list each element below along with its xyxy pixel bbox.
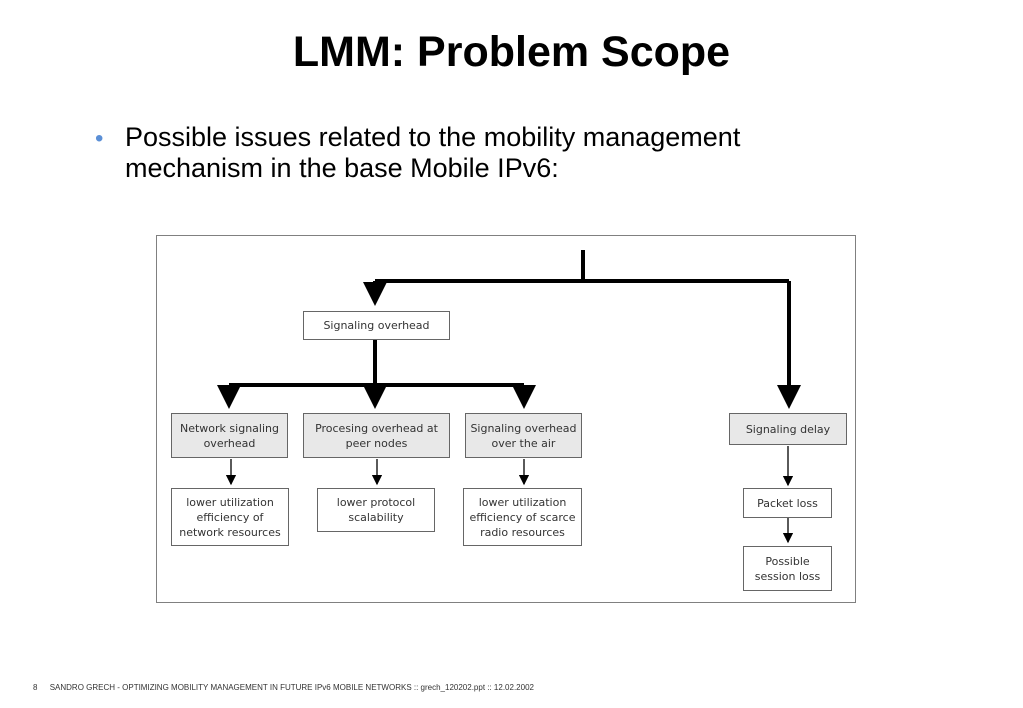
slide-footer: 8 SANDRO GRECH - OPTIMIZING MOBILITY MAN… — [33, 683, 534, 692]
problem-scope-diagram: Signaling overhead Network signaling ove… — [156, 235, 856, 603]
lower-protocol-scalability-box: lower protocol scalability — [317, 488, 435, 532]
network-signaling-overhead-box: Network signaling overhead — [171, 413, 288, 458]
bullet-text: Possible issues related to the mobility … — [125, 122, 741, 183]
processing-overhead-box: Procesing overhead at peer nodes — [303, 413, 450, 458]
packet-loss-box: Packet loss — [743, 488, 832, 518]
lower-util-radio-box: lower utilization efficiency of scarce r… — [463, 488, 582, 546]
diagram-connectors — [217, 250, 801, 544]
footer-text: SANDRO GRECH - OPTIMIZING MOBILITY MANAG… — [49, 683, 534, 692]
signaling-overhead-box: Signaling overhead — [303, 311, 450, 340]
bullet-marker: • — [95, 125, 104, 152]
possible-session-loss-box: Possible session loss — [743, 546, 832, 591]
lower-util-network-box: lower utilization efficiency of network … — [171, 488, 289, 546]
signaling-delay-box: Signaling delay — [729, 413, 847, 445]
slide-title: LMM: Problem Scope — [292, 28, 731, 76]
signaling-overhead-air-box: Signaling overhead over the air — [465, 413, 582, 458]
page-number: 8 — [33, 683, 38, 692]
